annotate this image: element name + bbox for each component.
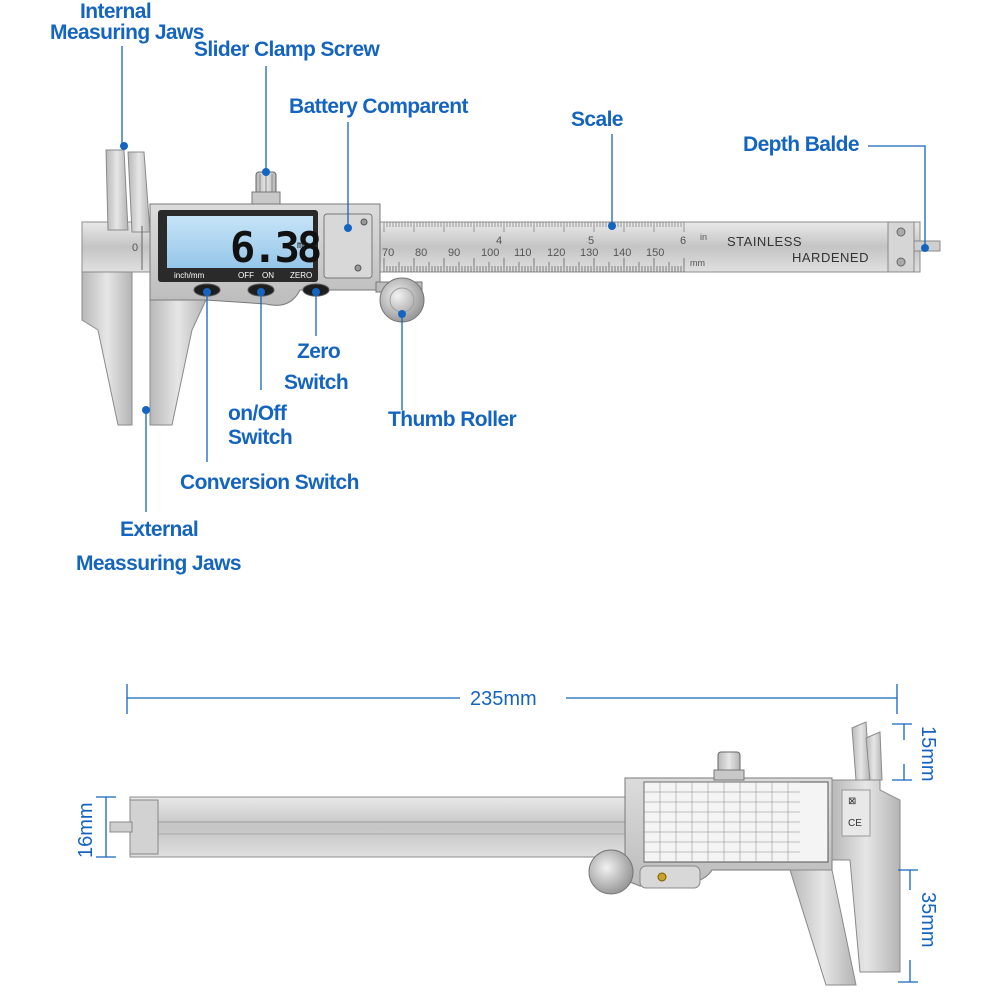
front-caliper: 0 70 80 90 100 110 120 130 140 150 4 5 6 in mm STA…: [81, 149, 941, 426]
internal-jaw-sliding: [127, 151, 151, 233]
dimension-beam-width: [96, 796, 116, 858]
btn-label-inch-mm: inch/mm: [174, 271, 205, 280]
spec-table-grid: [643, 781, 800, 862]
lcd-unit: mm: [297, 240, 309, 251]
mm-number: 100: [481, 247, 499, 259]
dimension-length: [126, 684, 898, 714]
mm-number: 150: [646, 247, 664, 259]
inch-number: 5: [588, 235, 594, 247]
hardened-text: HARDENED: [792, 250, 869, 265]
callout-lines: [121, 46, 926, 512]
scale-mm-numbers: 70 80 90 100 110 120 130 140 150: [382, 247, 664, 259]
internal-jaw-fixed: [105, 149, 129, 231]
dimension-inner-jaw: [892, 723, 912, 781]
label-internal-jaws-1: Internal: [80, 0, 151, 23]
label-thumb-roller: Thumb Roller: [388, 408, 517, 431]
label-onoff-2: Switch: [228, 426, 292, 449]
dimension-outer-jaw-text: 35mm: [917, 892, 939, 948]
back-internal-jaw-2: [865, 731, 883, 781]
label-zero-2: Switch: [284, 371, 348, 394]
btn-label-zero: ZERO: [290, 271, 312, 280]
label-slider-clamp-screw: Slider Clamp Screw: [194, 38, 381, 61]
dimension-beam-width-text: 16mm: [75, 802, 97, 858]
back-end-cap: [129, 799, 159, 855]
back-thumb-roller: [588, 849, 634, 895]
btn-label-off: OFF: [238, 271, 254, 280]
mm-number: 110: [514, 247, 532, 259]
lcd-screen: [167, 216, 313, 268]
mm-number: 130: [580, 247, 598, 259]
dimension-outer-jaw: [898, 869, 918, 983]
label-internal-jaws-2: Measuring Jaws: [50, 21, 204, 44]
label-battery-compartment: Battery Comparent: [289, 95, 468, 118]
thumb-roller[interactable]: [375, 277, 425, 323]
stainless-text: STAINLESS: [727, 234, 802, 249]
label-conversion-switch: Conversion Switch: [180, 471, 359, 494]
mm-number: 120: [547, 247, 565, 259]
mm-number: 80: [415, 247, 427, 259]
back-clamp-screw: [717, 751, 741, 773]
dimension-length-text: 235mm: [470, 688, 537, 710]
scale-unit-mm: mm: [690, 258, 705, 268]
back-external-jaw-sliding: [789, 869, 857, 986]
back-caliper: 235mm ⊠ CE 16mm: [75, 684, 939, 986]
mm-number: 140: [613, 247, 631, 259]
svg-text:⊠: ⊠: [848, 796, 856, 807]
inch-number: 6: [680, 235, 686, 247]
label-external-jaws-2: Meassuring Jaws: [76, 552, 241, 575]
label-scale: Scale: [571, 108, 623, 131]
external-jaw-fixed: [81, 271, 133, 426]
svg-text:CE: CE: [848, 818, 862, 829]
label-onoff-1: on/Off: [228, 402, 288, 425]
inch-number: 4: [496, 235, 502, 247]
dimension-inner-jaw-text: 15mm: [917, 726, 939, 782]
labels: Internal Measuring Jaws Slider Clamp Scr…: [50, 0, 860, 575]
label-depth-blade: Depth Balde: [743, 133, 859, 156]
btn-label-on: ON: [262, 271, 274, 280]
slider-clamp-screw[interactable]: [251, 171, 281, 205]
mm-number: 90: [448, 247, 460, 259]
label-external-jaws-1: External: [120, 518, 198, 541]
scale-unit-in: in: [700, 232, 707, 242]
scale-zero: 0: [132, 242, 138, 254]
scale-ticks: [383, 222, 685, 272]
label-zero-1: Zero: [297, 340, 340, 363]
lcd-reading: 6.38: [230, 223, 320, 272]
scale-inch-numbers: 4 5 6: [496, 235, 686, 247]
back-depth-blade: [109, 821, 133, 833]
back-beam: [129, 796, 636, 858]
mm-number: 70: [382, 247, 394, 259]
